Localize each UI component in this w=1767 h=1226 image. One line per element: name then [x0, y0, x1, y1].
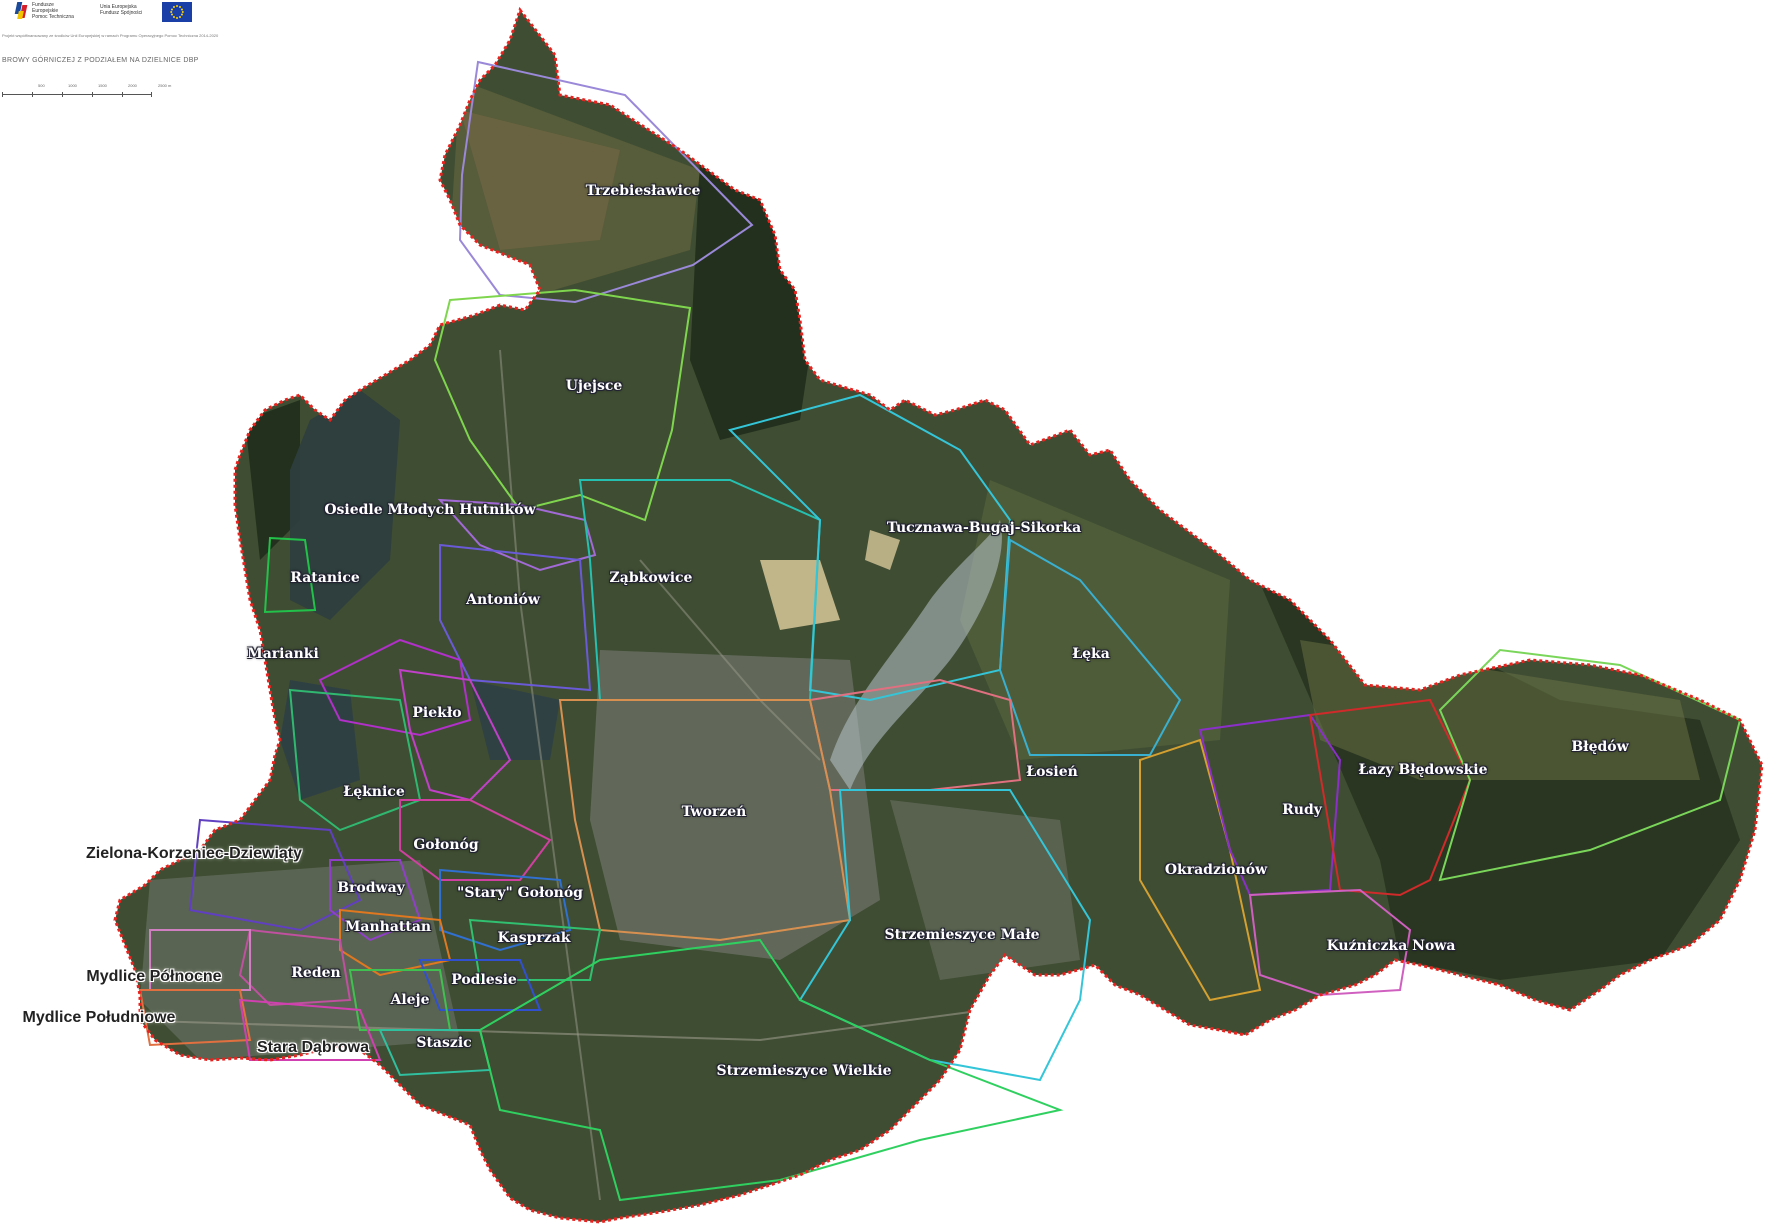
district-label-stara-dabrowa[interactable]: Stara Dąbrowa	[256, 1039, 370, 1056]
district-label-zabkowice[interactable]: Ząbkowice	[609, 570, 693, 586]
district-label-aleje[interactable]: Aleje	[390, 992, 430, 1008]
outline-golonog	[399, 799, 552, 881]
district-label-ratanice[interactable]: Ratanice	[290, 570, 360, 586]
district-label-zielona-korzeniec-dziewiaty[interactable]: Zielona-Korzeniec-Dziewiąty	[85, 845, 303, 862]
outline-tworzen	[558, 699, 852, 942]
district-label-strzemieszyce-male[interactable]: Strzemieszyce Małe	[884, 927, 1040, 943]
district-label-leka[interactable]: Łęka	[1072, 646, 1110, 662]
district-label-losien[interactable]: Łosień	[1026, 764, 1078, 780]
district-label-golonog[interactable]: Gołonóg	[413, 837, 479, 853]
district-label-brodway[interactable]: Brodway	[337, 880, 405, 896]
outline-bledow	[1438, 648, 1742, 882]
district-label-rudy[interactable]: Rudy	[1282, 802, 1322, 818]
outline-leka	[998, 538, 1182, 756]
map-header: Fundusze Europejskie Pomoc Techniczna Un…	[0, 0, 300, 130]
scale-label: 500	[38, 83, 45, 88]
scale-label: 1000	[68, 83, 77, 88]
district-label-mydlice-poludniowe[interactable]: Mydlice Południowe	[22, 1009, 176, 1026]
district-label-pieklo[interactable]: Piekło	[412, 705, 462, 721]
district-label-mydlice-polnocne[interactable]: Mydlice Północne	[86, 968, 222, 985]
district-label-lazy-bledowskie[interactable]: Łazy Błędowskie	[1358, 762, 1488, 778]
district-label-marianki[interactable]: Marianki	[247, 646, 319, 662]
unia-europejska-logo: Unia Europejska Fundusz Spójności	[100, 2, 194, 22]
outline-antoniow	[439, 543, 592, 692]
eu-flag-icon	[162, 2, 192, 22]
outline-trzebieslawice	[458, 60, 754, 304]
outline-mydlice-pn	[149, 929, 251, 991]
outline-strzemieszyce-wielkie	[478, 938, 1064, 1202]
outline-brodway	[329, 859, 422, 942]
outline-zielona	[188, 818, 362, 932]
district-label-tucznawa-bugaj-sikorka[interactable]: Tucznawa-Bugaj-Sikorka	[886, 520, 1082, 536]
district-label-podlesie[interactable]: Podlesie	[451, 972, 517, 988]
fe-logo-text: Fundusze Europejskie Pomoc Techniczna	[32, 2, 74, 20]
outline-kuzniczka	[1248, 888, 1412, 997]
district-label-kuzniczka-nowa[interactable]: Kuźniczka Nowa	[1326, 938, 1456, 954]
scale-label: 2000	[128, 83, 137, 88]
outline-lecknice	[288, 688, 422, 832]
fe-star-icon	[14, 2, 28, 20]
district-label-manhattan[interactable]: Manhattan	[344, 919, 432, 935]
outline-ratanice	[263, 536, 317, 614]
outline-stara-dabrowa	[238, 998, 382, 1061]
outline-strzemieszyce-male	[798, 789, 1092, 1082]
fundusze-europejskie-logo: Fundusze Europejskie Pomoc Techniczna	[14, 2, 84, 22]
ue-logo-text: Unia Europejska Fundusz Spójności	[100, 4, 143, 16]
district-label-strzemieszyce-wielkie[interactable]: Strzemieszyce Wielkie	[716, 1063, 892, 1079]
district-label-okradzionow[interactable]: Okradzionów	[1164, 862, 1268, 878]
outline-podlesie	[418, 959, 542, 1011]
outline-osiedle	[437, 498, 597, 572]
scale-label: 1500	[98, 83, 107, 88]
scale-label: 2500 m	[158, 83, 172, 88]
outline-marianki	[318, 638, 472, 737]
district-label-osiedle-mlodych-hutnikow[interactable]: Osiedle Młodych Hutników	[324, 502, 536, 518]
scale-bar: 500 1000 1500 2000 2500 m	[2, 83, 172, 103]
district-label-stary-golonog[interactable]: "Stary" Gołonóg	[457, 885, 583, 901]
district-label-kasprzak[interactable]: Kasprzak	[497, 930, 571, 946]
district-label-bledow[interactable]: Błędów	[1571, 739, 1629, 755]
outline-ujejsce	[433, 288, 692, 522]
district-label-ujejsce[interactable]: Ujejsce	[565, 378, 623, 394]
outline-reden	[238, 928, 352, 1007]
outline-okradzionow	[1139, 738, 1262, 1002]
map-title: BROWY GÓRNICZEJ Z PODZIAŁEM NA DZIELNICE…	[2, 57, 199, 64]
funding-note: Projekt współfinansowany ze środków Unii…	[2, 33, 219, 38]
district-label-trzebieslawice[interactable]: Trzebiesławice	[585, 183, 701, 199]
district-label-reden[interactable]: Reden	[291, 965, 341, 981]
district-label-lecknice[interactable]: Łęknice	[343, 784, 405, 800]
district-label-antoniow[interactable]: Antoniów	[466, 592, 540, 608]
district-label-staszic[interactable]: Staszic	[416, 1035, 472, 1051]
district-label-tworzen[interactable]: Tworzeń	[681, 804, 747, 820]
